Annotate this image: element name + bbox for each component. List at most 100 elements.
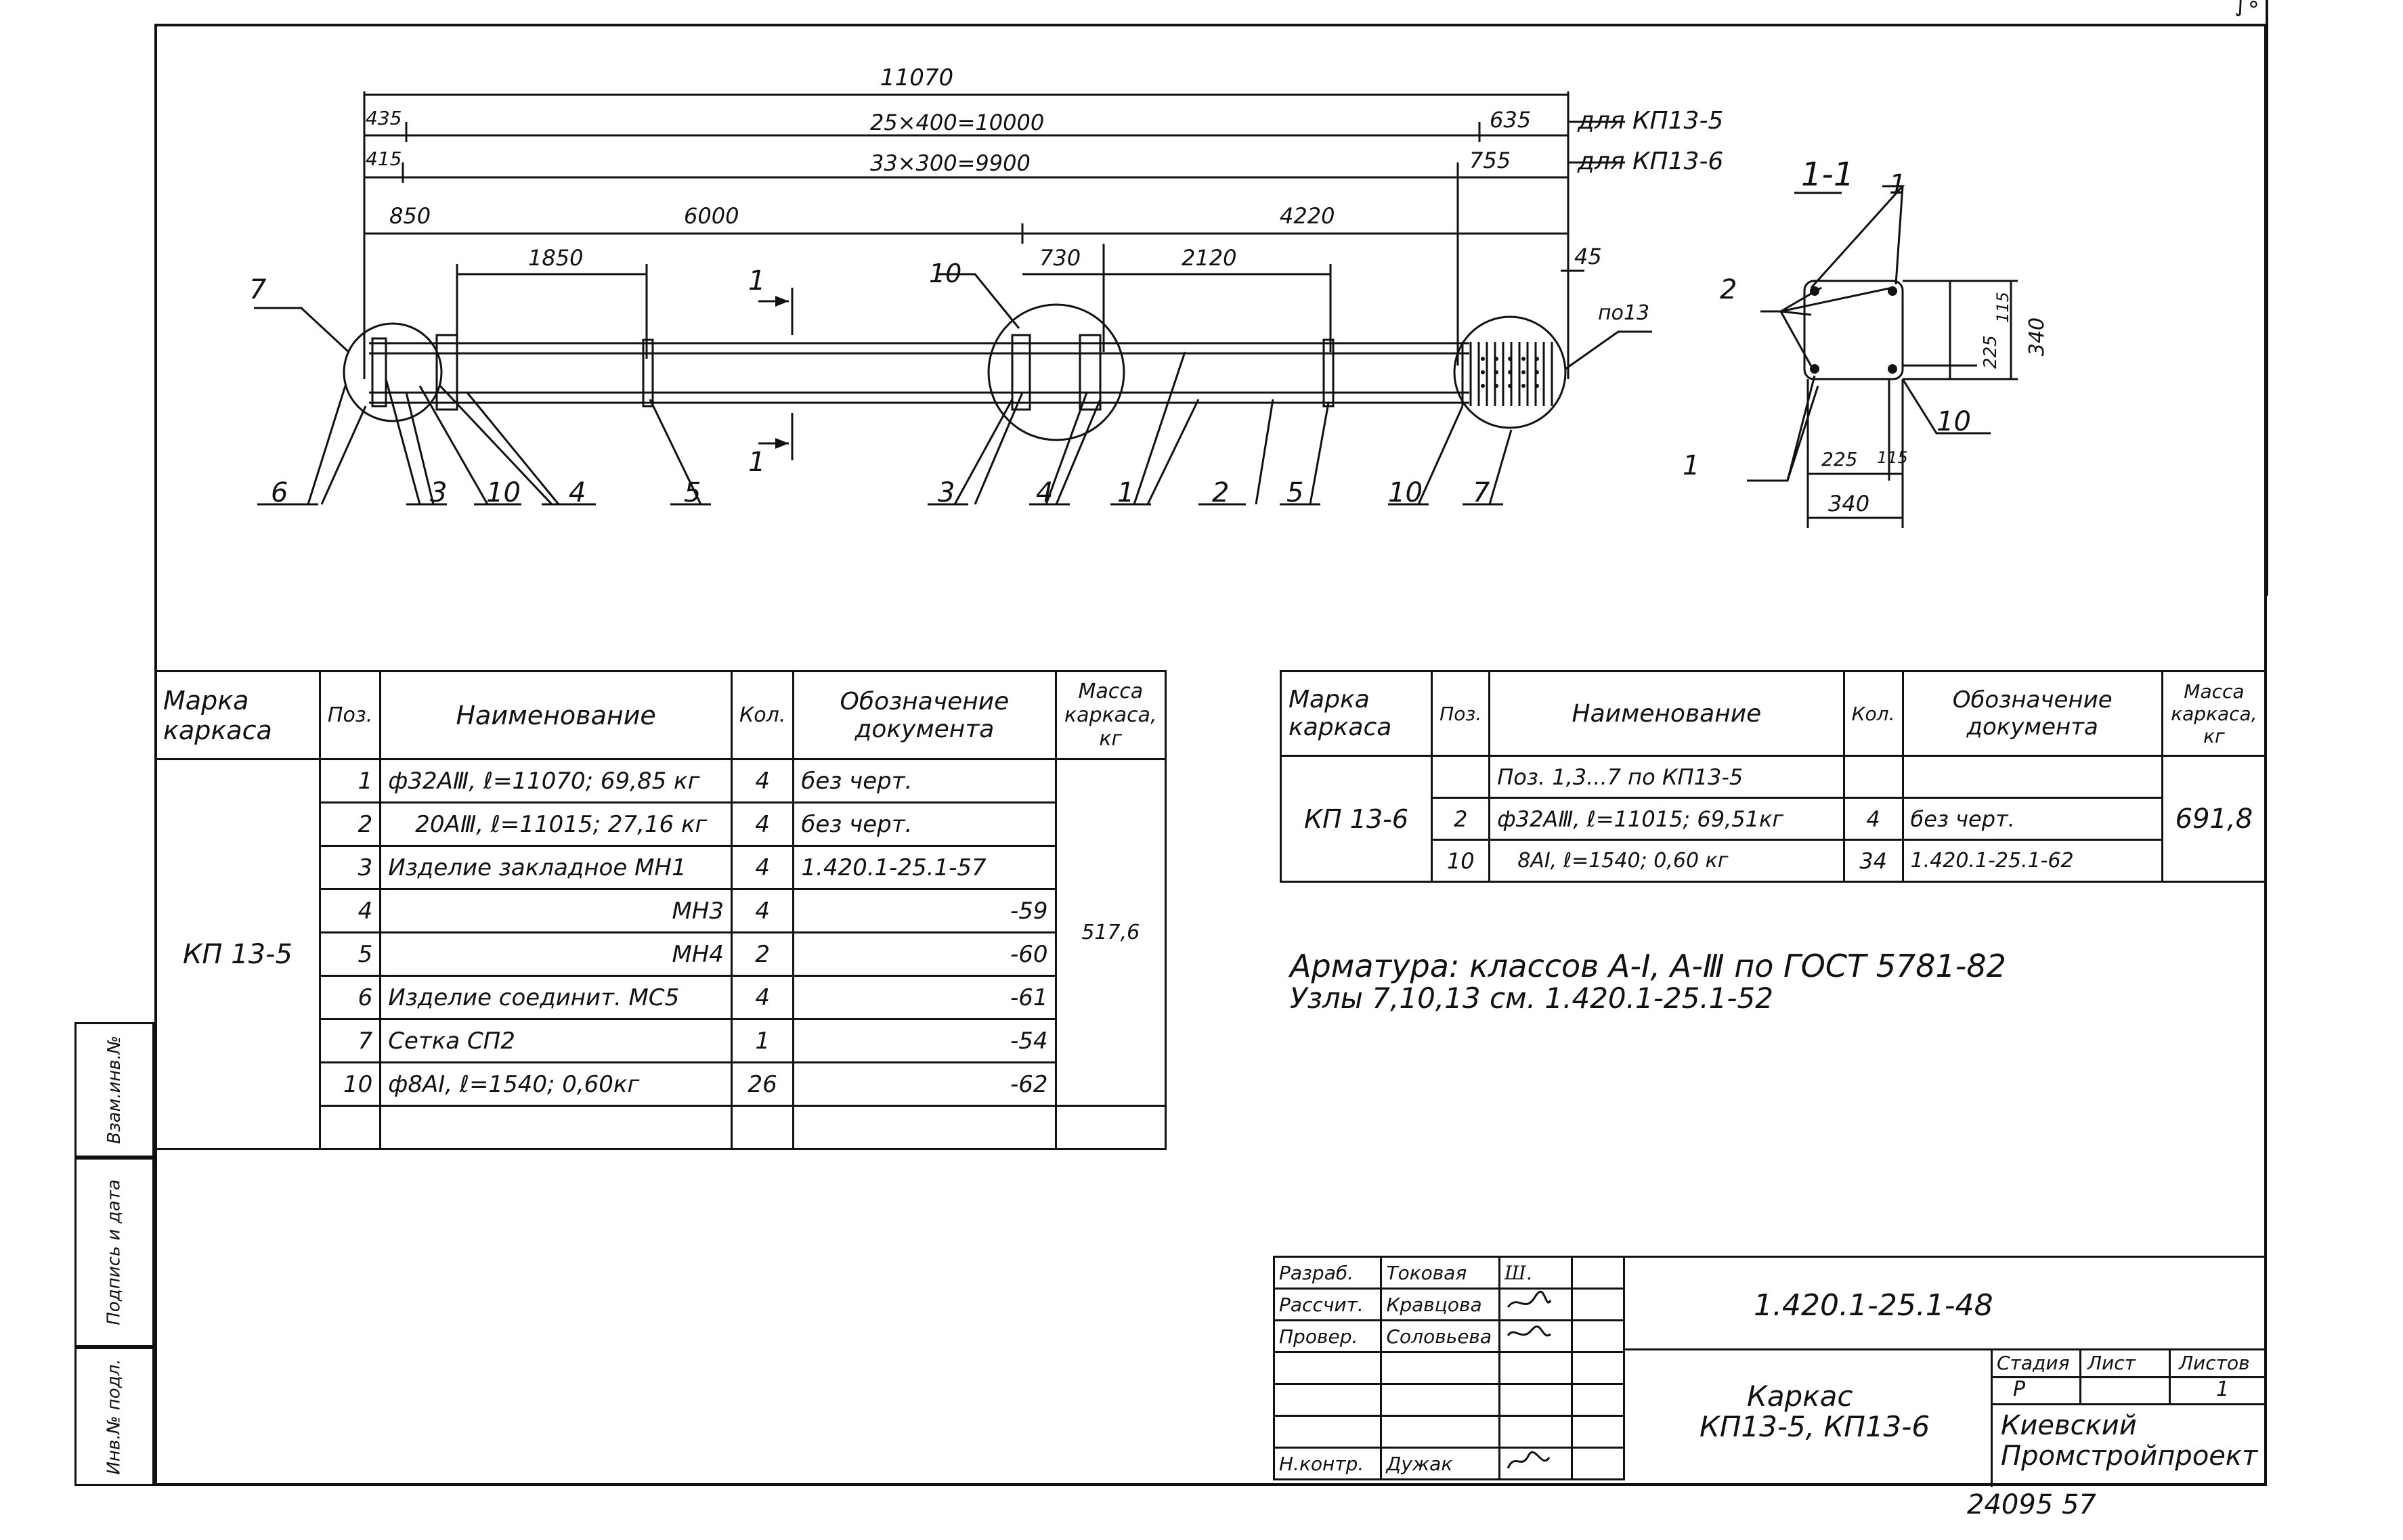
footer-number: 24095 57: [1967, 1489, 2096, 1520]
role-name: [1380, 1351, 1500, 1385]
col-header: Кол.: [1842, 670, 1904, 757]
note-nodes: Узлы 7,10,13 см. 1.420.1-25.1-52: [1290, 982, 1773, 1015]
doc-cell: 1.420.1-25.1-57: [792, 845, 1057, 890]
role-row: [1272, 1415, 1625, 1449]
drawing-title: Каркас: [1747, 1380, 1853, 1413]
table-row: 3 Изделие закладное МН1 4 1.420.1-25.1-5…: [156, 845, 1166, 890]
dim-850: 850: [389, 203, 431, 229]
side-stamp-label: Инв.№ подл.: [104, 1358, 125, 1475]
role-name: [1380, 1415, 1500, 1449]
sheets-header: Листов: [2179, 1352, 2250, 1374]
pos-cell: 2: [1431, 797, 1491, 841]
doc-cell: -59: [792, 888, 1057, 933]
right-edge-line: [2266, 0, 2268, 596]
role: [1272, 1351, 1383, 1385]
signature: [1498, 1447, 1574, 1480]
pos-cell: [318, 1105, 382, 1150]
role-row: [1272, 1351, 1625, 1385]
role-name: Соловьева: [1380, 1319, 1500, 1353]
section-leader-1-top: 1: [1889, 169, 1907, 200]
role: [1272, 1383, 1383, 1417]
role: Разраб.: [1272, 1256, 1383, 1290]
dim-755: 755: [1469, 148, 1511, 173]
signature: Ш.: [1498, 1256, 1574, 1290]
table-row: 6 Изделие соединит. МС5 4 -61: [156, 975, 1166, 1020]
leader-1: 1: [1117, 477, 1135, 508]
section-dim-115-h: 115: [1877, 448, 1908, 467]
qty-cell: 4: [730, 888, 795, 933]
pos-cell: 10: [1431, 839, 1491, 883]
role: Провер.: [1272, 1319, 1383, 1353]
section-leader-1-bottom: 1: [1683, 450, 1700, 481]
leader-5-left: 5: [684, 477, 701, 508]
section-title: 1-1: [1801, 156, 1855, 194]
role-row: Н.контр. Дужак: [1272, 1447, 1625, 1480]
section-dim-225-v: 225: [1980, 335, 2001, 369]
name-cell: Изделие закладное МН1: [379, 845, 733, 890]
col-header: Марка каркаса: [1279, 670, 1433, 757]
qty-cell: 34: [1842, 839, 1904, 883]
leader-4-mid: 4: [1036, 477, 1054, 508]
pos-cell: 6: [318, 975, 382, 1020]
signature: [1498, 1319, 1574, 1353]
leader-7-left: 7: [249, 274, 267, 305]
pos-cell: 4: [318, 888, 382, 933]
name-cell: ф8АⅠ, ℓ=1540; 0,60кг: [379, 1061, 733, 1107]
table-row: 2 20АⅢ, ℓ=11015; 27,16 кг 4 без черт.: [156, 801, 1166, 847]
name-cell: [379, 1105, 733, 1150]
table-row: 10 ф8АⅠ, ℓ=1540; 0,60кг 26 -62: [156, 1061, 1166, 1107]
pos-cell: 10: [318, 1061, 382, 1107]
elevation-drawing: [254, 91, 1652, 506]
doc-cell: -62: [792, 1061, 1057, 1107]
stage-grid: Стадия Лист Листов Р 1: [1993, 1350, 2265, 1405]
sheet-header: Лист: [2087, 1352, 2136, 1374]
col-header: Обозначение документа: [1901, 670, 2163, 757]
title-block-main: 1.420.1-25.1-48 Каркас КП13-5, КП13-6 Ст…: [1625, 1256, 2267, 1487]
role-row: Рассчит. Кравцова: [1272, 1288, 1625, 1321]
role-row: Провер. Соловьева: [1272, 1319, 1625, 1353]
side-stamp-label: Подпись и дата: [104, 1179, 125, 1325]
leader-10-left: 10: [486, 477, 521, 508]
stage-value: Р: [2013, 1378, 2026, 1401]
pos-cell: 1: [318, 758, 382, 804]
mass-cell: 517,6: [1054, 758, 1167, 1107]
date: [1571, 1351, 1625, 1385]
role: Н.контр.: [1272, 1447, 1383, 1480]
stage-header: Стадия: [1997, 1352, 2070, 1374]
dim-730: 730: [1039, 245, 1081, 271]
doc-cell: без черт.: [792, 758, 1057, 804]
dim-635: 635: [1490, 107, 1532, 133]
side-stamp-replacement: Взам.инв.№: [74, 1022, 154, 1158]
corner-mark: ∫∘: [2234, 0, 2261, 18]
table-row: 4 МН3 4 -59: [156, 888, 1166, 933]
qty-cell: [1842, 755, 1904, 799]
side-stamp-inventory: Инв.№ подл.: [74, 1347, 154, 1486]
spec-table-kp13-5: Марка каркаса Поз. Наименование Кол. Обо…: [154, 670, 1167, 1150]
role-name: Токовая: [1380, 1256, 1500, 1290]
section-mark-bottom: 1: [748, 447, 766, 478]
mass-cell-empty: [1054, 1105, 1167, 1150]
role-name: Дужак: [1380, 1447, 1500, 1480]
qty-cell: 1: [730, 1018, 795, 1063]
side-stamp: Взам.инв.№ Подпись и дата Инв.№ подл.: [74, 1022, 156, 1486]
pos-cell: 2: [318, 801, 382, 847]
mass-cell: 691,8: [2161, 755, 2268, 883]
leader-5-right: 5: [1286, 477, 1304, 508]
doc-cell: без черт.: [792, 801, 1057, 847]
dim-435: 435: [366, 107, 402, 129]
col-header: Поз.: [318, 670, 382, 760]
doc-cell: без черт.: [1901, 797, 2163, 841]
doc-cell: 1.420.1-25.1-62: [1901, 839, 2163, 883]
col-header: Наименование: [379, 670, 733, 760]
qty-cell: 4: [730, 758, 795, 804]
signature: [1498, 1415, 1574, 1449]
doc-cell: -61: [792, 975, 1057, 1020]
section-dim-340-h: 340: [1828, 491, 1870, 516]
col-header: Кол.: [730, 670, 795, 760]
doc-cell: [1901, 755, 2163, 799]
qty-cell: 4: [730, 801, 795, 847]
pos-cell: 3: [318, 845, 382, 890]
role-row: Разраб. Токовая Ш.: [1272, 1256, 1625, 1290]
leader-3-left: 3: [430, 477, 448, 508]
leader-10-mid: 10: [929, 259, 962, 288]
